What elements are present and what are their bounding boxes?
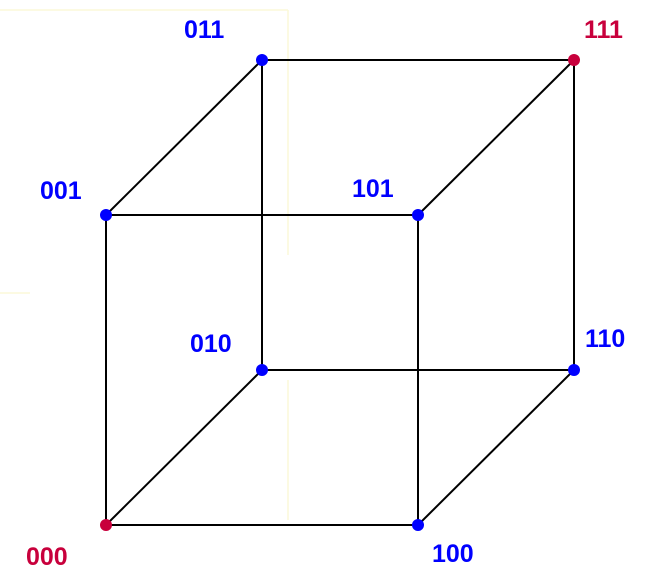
vertex-label-110: 110 xyxy=(585,325,625,353)
cube-vertices xyxy=(100,54,580,531)
edge-101-111 xyxy=(417,59,575,216)
vertex-100 xyxy=(412,519,424,531)
vertex-label-111: 111 xyxy=(584,16,623,44)
vertex-labels: 000 001 010 011 100 101 110 111 xyxy=(26,16,625,571)
faint-guide-lines xyxy=(0,9,289,520)
edge-100-110 xyxy=(417,369,575,526)
vertex-label-000: 000 xyxy=(26,543,68,571)
vertex-011 xyxy=(256,54,268,66)
vertex-000 xyxy=(100,519,112,531)
vertex-101 xyxy=(412,209,424,221)
edge-000-010 xyxy=(105,369,263,526)
vertex-label-001: 001 xyxy=(40,177,82,205)
vertex-110 xyxy=(568,364,580,376)
vertex-label-101: 101 xyxy=(352,175,394,203)
vertex-001 xyxy=(100,209,112,221)
cube-edges xyxy=(105,59,575,526)
vertex-label-100: 100 xyxy=(432,540,474,568)
vertex-111 xyxy=(568,54,580,66)
vertex-label-011: 011 xyxy=(184,16,224,44)
vertex-010 xyxy=(256,364,268,376)
edge-001-011 xyxy=(105,59,263,216)
vertex-label-010: 010 xyxy=(190,330,232,358)
